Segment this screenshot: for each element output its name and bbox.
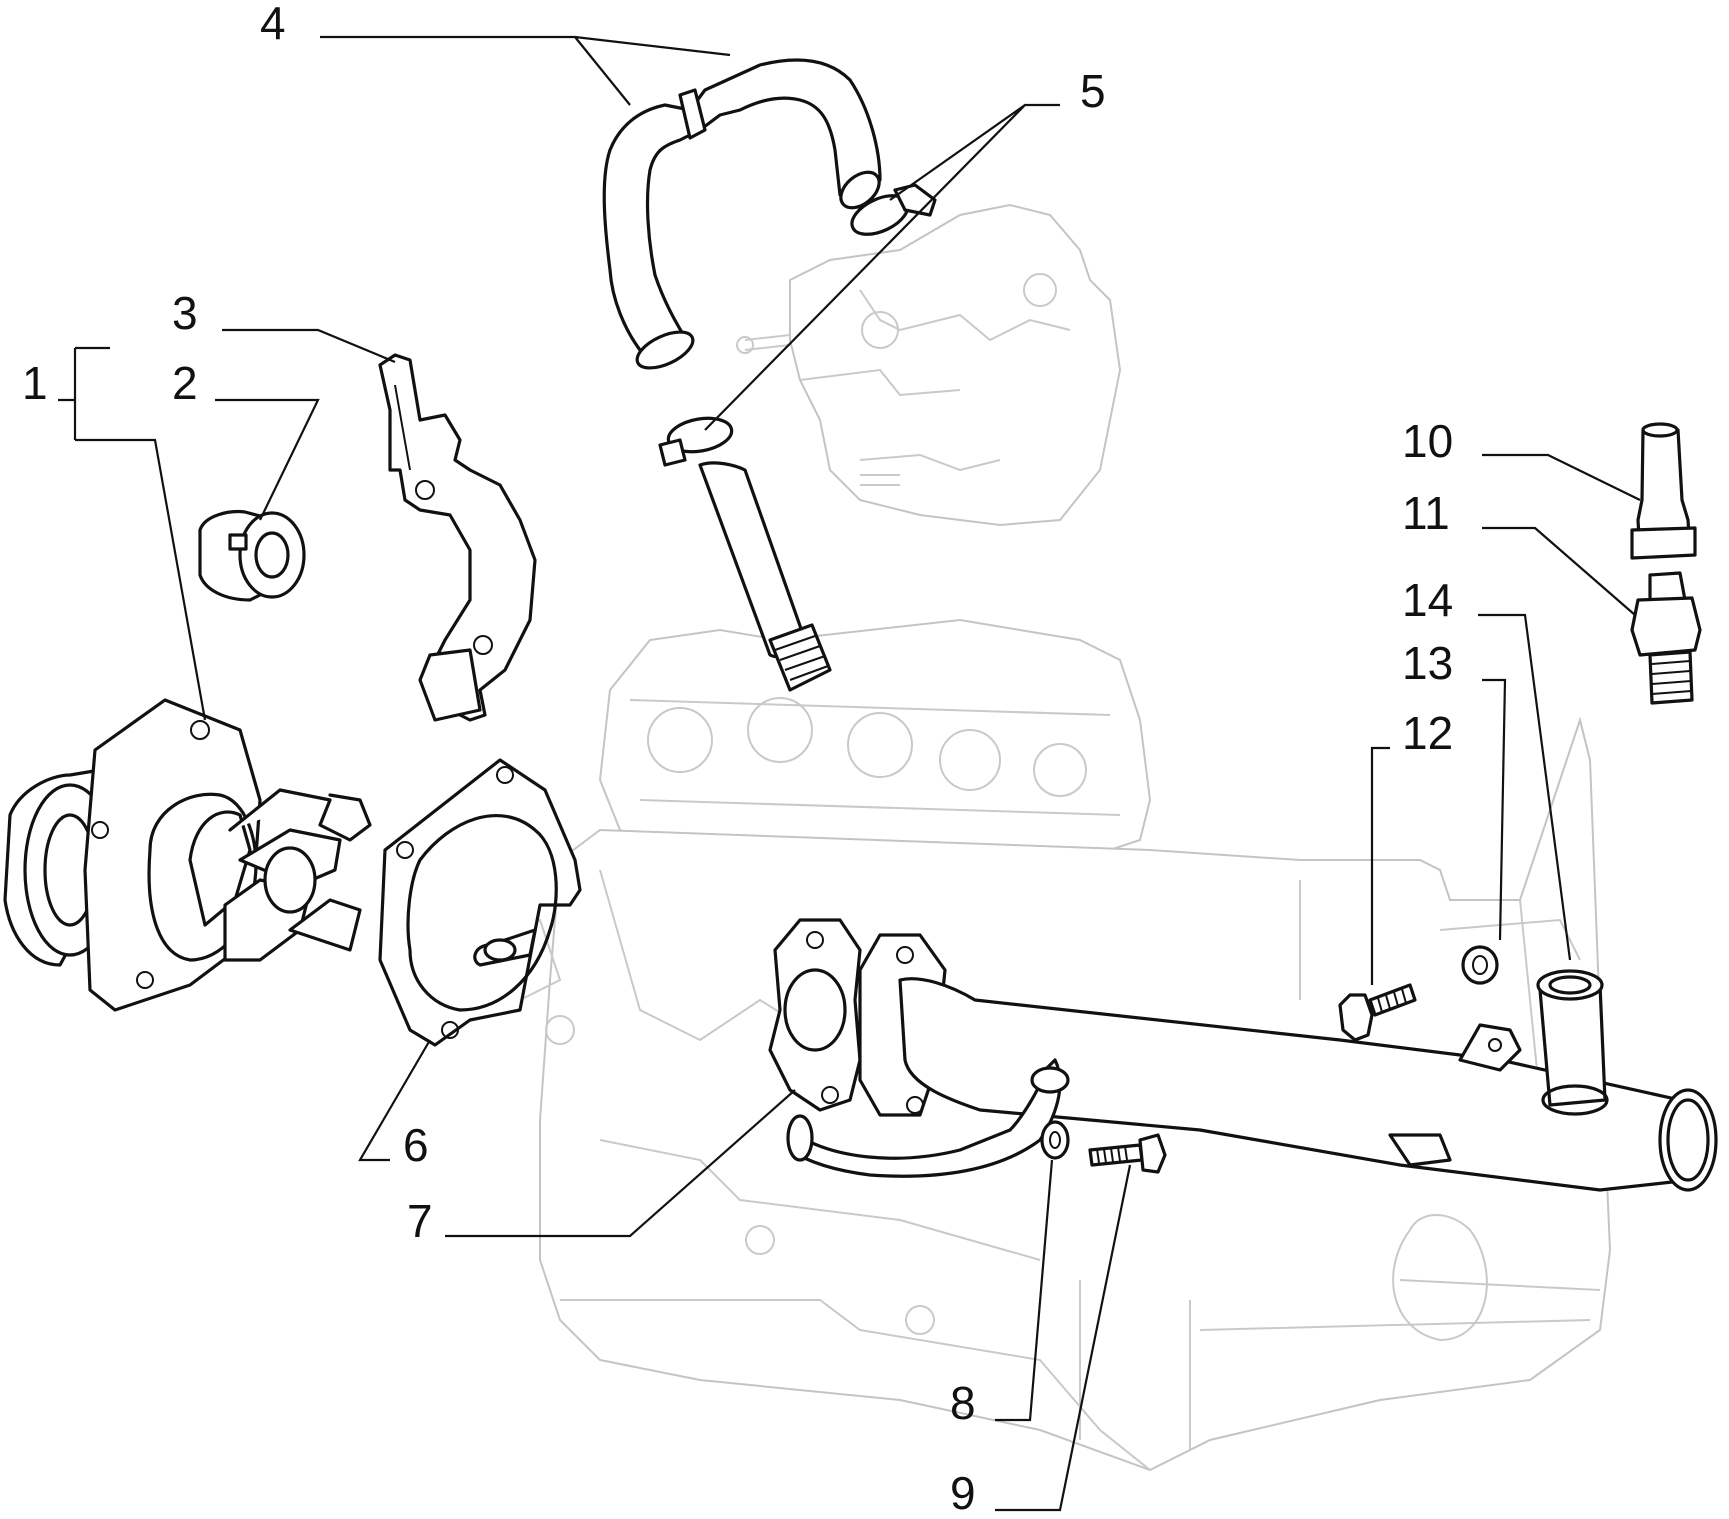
callout-7: 7 <box>407 1195 433 1247</box>
callout-11: 11 <box>1402 487 1450 539</box>
seal-bushing <box>198 509 306 602</box>
washer-and-bolt-upper <box>1338 945 1499 1042</box>
callout-2: 2 <box>172 357 198 409</box>
callout-1: 1 <box>22 357 48 409</box>
bracket-clamp <box>378 353 537 722</box>
callout-4: 4 <box>260 0 286 49</box>
callout-6: 6 <box>403 1119 429 1171</box>
callout-14: 14 <box>1402 574 1454 626</box>
callout-8: 8 <box>950 1377 976 1429</box>
water-pump <box>3 698 372 1012</box>
inlet-pipe <box>698 461 832 692</box>
gasket <box>378 758 582 1047</box>
washer-and-bolt-lower <box>1040 1120 1167 1174</box>
callout-5: 5 <box>1080 65 1106 117</box>
callout-9: 9 <box>950 1467 976 1519</box>
hose <box>602 58 882 370</box>
engine-block-ghost <box>489 203 1612 1472</box>
callout-13: 13 <box>1402 637 1454 689</box>
callout-10: 10 <box>1402 415 1454 467</box>
outlet-pipe-assembly <box>768 918 1718 1192</box>
temperature-sensors <box>1630 422 1702 705</box>
callout-3: 3 <box>172 287 198 339</box>
leader-lines <box>58 35 1641 1512</box>
callout-12: 12 <box>1402 707 1454 759</box>
